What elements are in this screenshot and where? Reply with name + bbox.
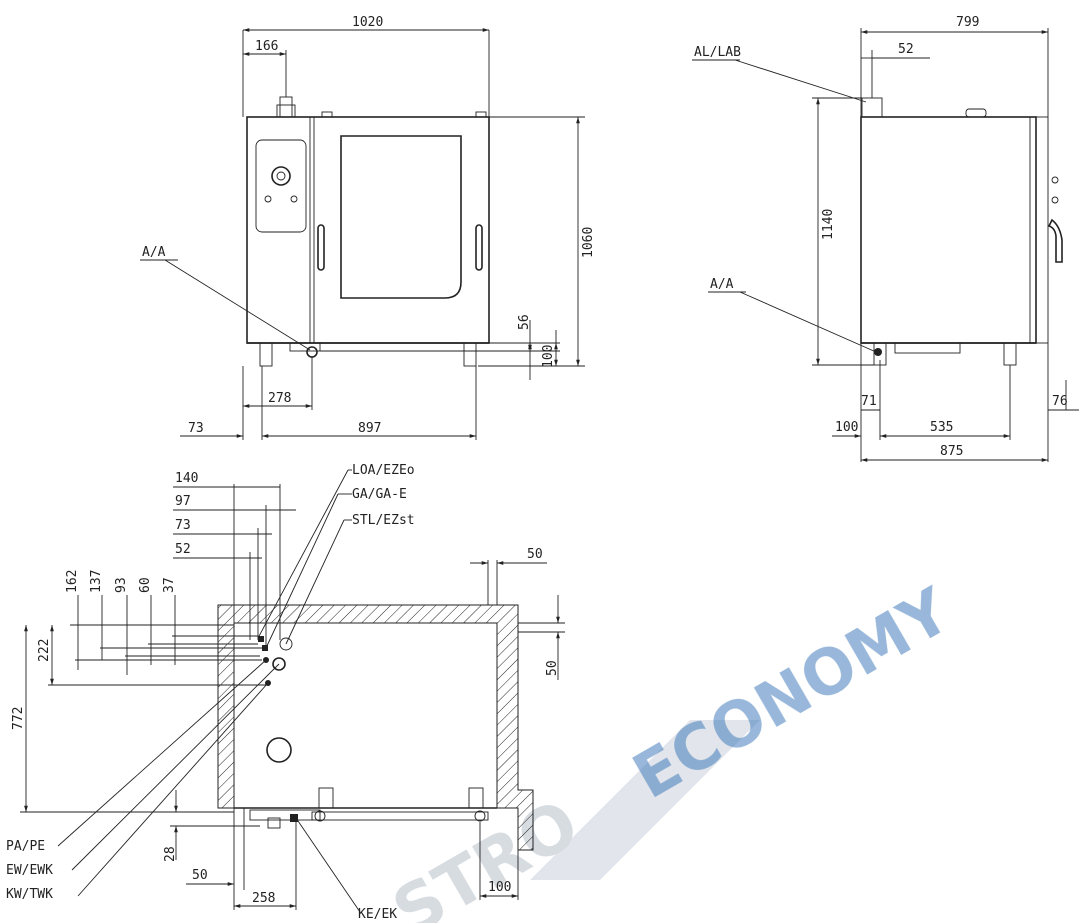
dim-side-52: 52 <box>898 42 914 57</box>
watermark-slash <box>530 720 760 880</box>
dim-top-28: 28 <box>163 846 178 862</box>
side-chimney <box>965 108 987 118</box>
conn-ga <box>262 645 268 651</box>
dim-top-137: 137 <box>89 570 104 593</box>
plan-hinge-right <box>468 787 484 809</box>
label-ew-ewk: EW/EWK <box>6 863 53 878</box>
dim-front-278: 278 <box>268 391 291 406</box>
dim-front-height: 1060 <box>581 227 596 258</box>
side-view: 799 52 AL/LAB 1140 A/A 71 100 535 875 7 <box>692 15 1079 462</box>
dim-side-76: 76 <box>1052 394 1068 409</box>
label-ke-ek: KE/EK <box>358 907 397 922</box>
dim-top-60: 60 <box>138 577 153 593</box>
dim-front-73: 73 <box>188 421 204 436</box>
dim-top-772: 772 <box>11 707 26 730</box>
label-al-lab: AL/LAB <box>694 45 741 60</box>
label-aa-side: A/A <box>710 277 734 292</box>
dim-side-71: 71 <box>861 394 877 409</box>
label-aa-front: A/A <box>142 245 166 260</box>
label-kw-twk: KW/TWK <box>6 887 53 902</box>
dim-side-535: 535 <box>930 420 953 435</box>
front-body <box>246 116 490 344</box>
dim-top-50-a: 50 <box>527 547 543 562</box>
dim-top-37: 37 <box>162 577 177 593</box>
dim-top-50-b: 50 <box>545 660 560 676</box>
dim-front-100: 100 <box>541 345 556 368</box>
label-stl-ezst: STL/EZst <box>352 513 415 528</box>
dim-top-93: 93 <box>114 577 129 593</box>
dim-top-97: 97 <box>175 494 191 509</box>
label-ga-ga-e: GA/GA-E <box>352 487 407 502</box>
door-window <box>340 135 462 299</box>
dim-side-width: 799 <box>956 15 979 30</box>
drain-connection-front <box>306 346 318 358</box>
dim-top-73: 73 <box>175 518 191 533</box>
plan-hinge-left <box>318 787 334 809</box>
control-knob <box>271 166 291 186</box>
conn-ew <box>272 657 286 671</box>
foot-left <box>259 342 273 367</box>
watermark-text-left: STRO <box>380 785 591 923</box>
right-handle <box>475 224 483 271</box>
dim-top-52: 52 <box>175 542 191 557</box>
wall-hatch <box>217 604 534 851</box>
label-pa-pe: PA/PE <box>6 839 45 854</box>
left-handle <box>317 224 325 271</box>
dim-side-100: 100 <box>835 420 858 435</box>
conn-loa <box>258 636 264 642</box>
side-vent <box>861 97 883 118</box>
dim-top-140: 140 <box>175 471 198 486</box>
drain-connection-side <box>874 348 882 356</box>
dim-side-height: 1140 <box>821 209 836 240</box>
label-loa-ezeo: LOA/EZEo <box>352 463 415 478</box>
dim-front-897: 897 <box>358 421 381 436</box>
dim-top-258: 258 <box>252 891 275 906</box>
dim-front-56: 56 <box>517 314 532 330</box>
dim-top-222: 222 <box>37 639 52 662</box>
chimney <box>279 96 293 118</box>
conn-stl <box>279 637 293 651</box>
dim-top-100: 100 <box>488 880 511 895</box>
side-foot-rear <box>1003 342 1017 366</box>
dim-side-875: 875 <box>940 444 963 459</box>
front-view: 1020 166 1060 56 100 278 73 897 A/A <box>140 15 596 440</box>
dim-front-166: 166 <box>255 39 278 54</box>
watermark-text-right: ECONOMY <box>621 573 963 813</box>
top-view: 140 97 73 52 162 137 93 60 37 222 772 <box>6 463 565 922</box>
dim-front-width: 1020 <box>352 15 383 30</box>
dim-top-162: 162 <box>65 570 80 593</box>
watermark: STRO ECONOMY <box>380 573 963 923</box>
plan-appliance-outline <box>233 622 498 809</box>
side-handle <box>1047 218 1063 263</box>
dim-top-50-c: 50 <box>192 868 208 883</box>
side-body <box>860 116 1037 344</box>
foot-right <box>463 342 477 367</box>
control-panel <box>255 139 307 233</box>
plan-drain-large <box>266 737 292 763</box>
